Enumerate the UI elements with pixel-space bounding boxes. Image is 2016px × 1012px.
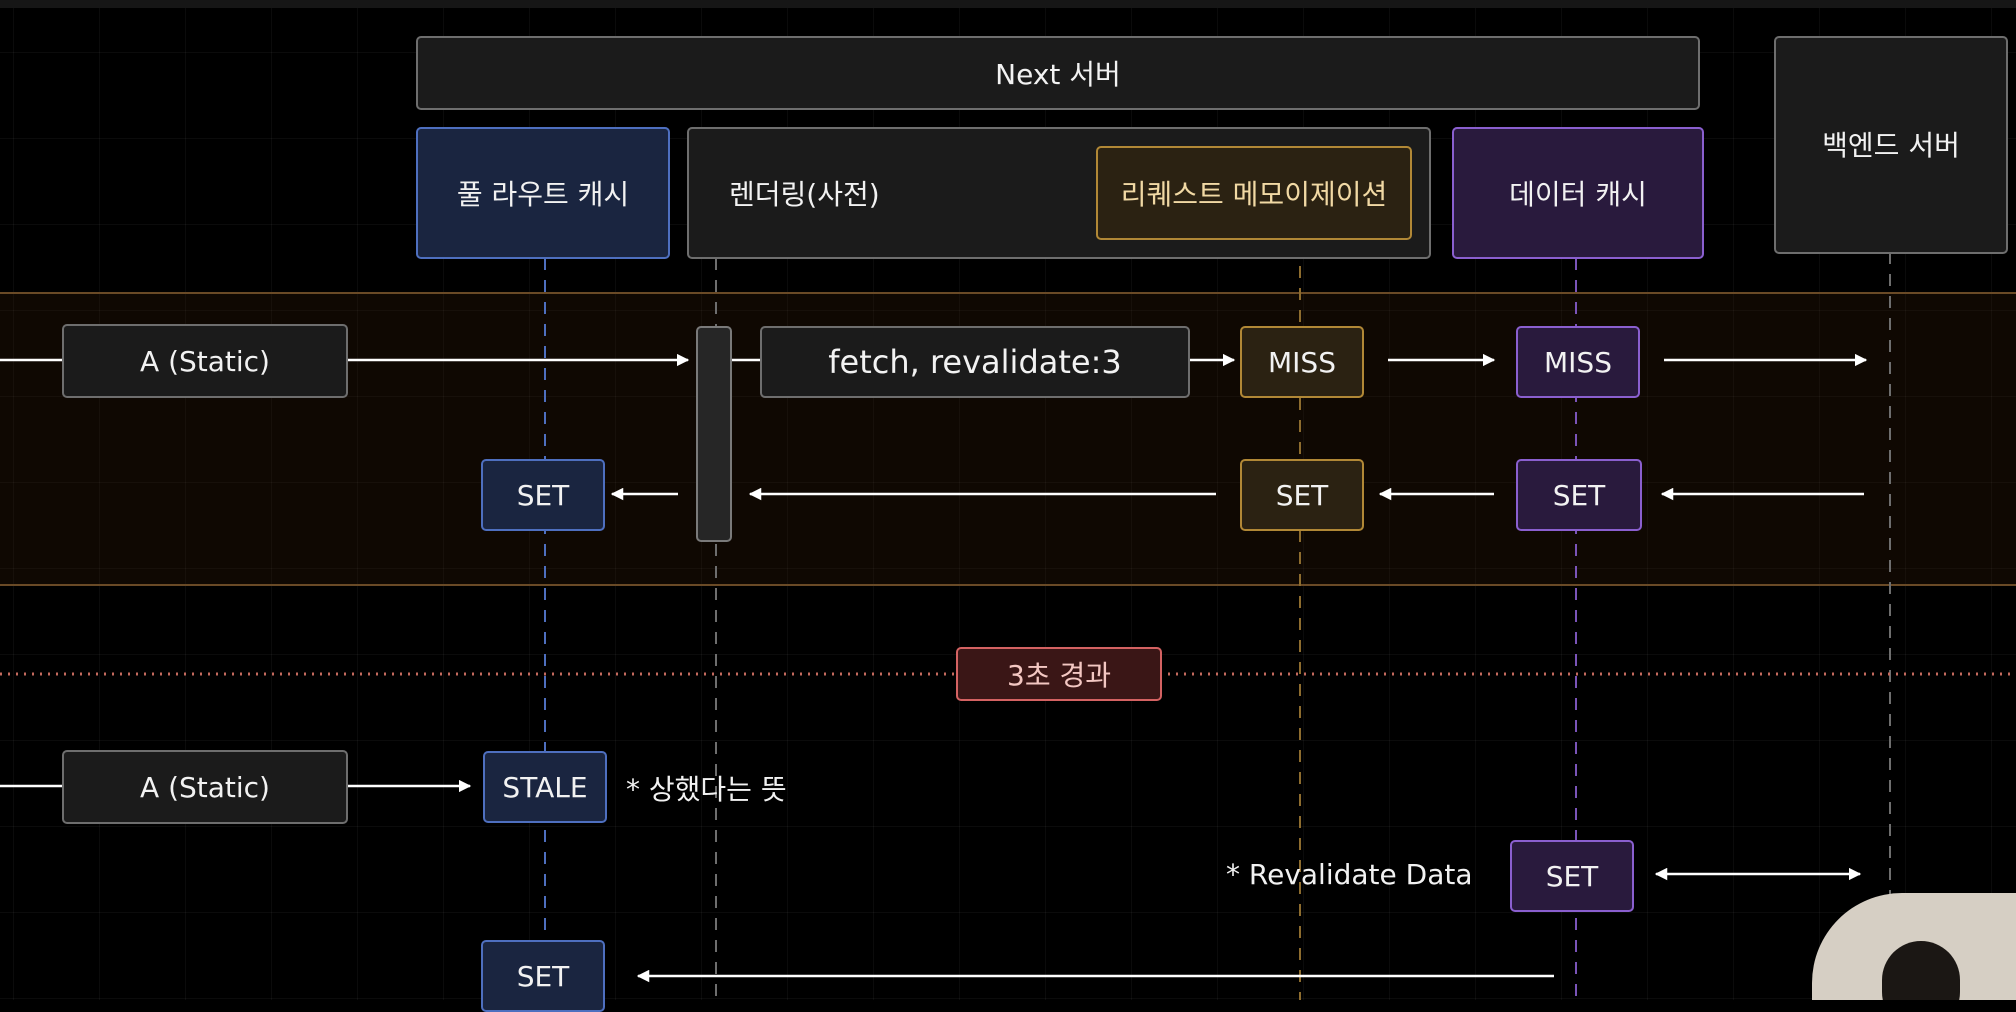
- data-cache-set-box-2: SET: [1510, 840, 1634, 912]
- memo-miss-box: MISS: [1240, 326, 1364, 398]
- request-a-static-label-2: A (Static): [140, 770, 270, 804]
- data-cache-set-box: SET: [1516, 459, 1642, 531]
- stale-label: STALE: [502, 770, 588, 804]
- memo-miss-label: MISS: [1268, 345, 1336, 379]
- data-cache-set-label: SET: [1552, 478, 1606, 512]
- full-route-set-label: SET: [516, 478, 570, 512]
- memo-set-label: SET: [1275, 478, 1329, 512]
- request-a-static-label: A (Static): [140, 344, 270, 378]
- full-route-cache-header: 풀 라우트 캐시: [416, 127, 670, 259]
- window-top-bar: [0, 0, 2016, 8]
- time-elapsed-label: 3초 경과: [1007, 659, 1111, 692]
- full-route-cache-label: 풀 라우트 캐시: [456, 178, 630, 211]
- request-memoization-header: 리퀘스트 메모이제이션: [1096, 146, 1412, 240]
- next-server-label: Next 서버: [995, 58, 1121, 91]
- backend-server-header: 백엔드 서버: [1774, 36, 2008, 254]
- presenter-image: [1882, 941, 1960, 1000]
- memo-set-box: SET: [1240, 459, 1364, 531]
- rendering-activation-bar: [696, 326, 732, 542]
- full-route-set-box-2: SET: [481, 940, 605, 1012]
- data-cache-header: 데이터 캐시: [1452, 127, 1704, 259]
- stale-note: * 상했다는 뜻: [626, 773, 787, 806]
- next-server-header: Next 서버: [416, 36, 1700, 110]
- webcam-overlay: [1812, 893, 2016, 1000]
- request-a-static-box-2: A (Static): [62, 750, 348, 824]
- full-route-set-box: SET: [481, 459, 605, 531]
- data-cache-miss-label: MISS: [1544, 345, 1612, 379]
- request-a-static-box: A (Static): [62, 324, 348, 398]
- rendering-label: 렌더링(사전): [729, 178, 880, 211]
- time-elapsed-badge: 3초 경과: [956, 647, 1162, 701]
- revalidate-note: * Revalidate Data: [1226, 858, 1473, 891]
- request-memoization-label: 리퀘스트 메모이제이션: [1120, 178, 1388, 211]
- stale-box: STALE: [483, 751, 607, 823]
- full-route-set-label-2: SET: [516, 959, 570, 993]
- data-cache-set-label-2: SET: [1545, 859, 1599, 893]
- fetch-revalidate-label: fetch, revalidate:3: [828, 343, 1122, 381]
- data-cache-label: 데이터 캐시: [1509, 178, 1647, 211]
- fetch-revalidate-box: fetch, revalidate:3: [760, 326, 1190, 398]
- data-cache-miss-box: MISS: [1516, 326, 1640, 398]
- backend-server-label: 백엔드 서버: [1822, 129, 1960, 162]
